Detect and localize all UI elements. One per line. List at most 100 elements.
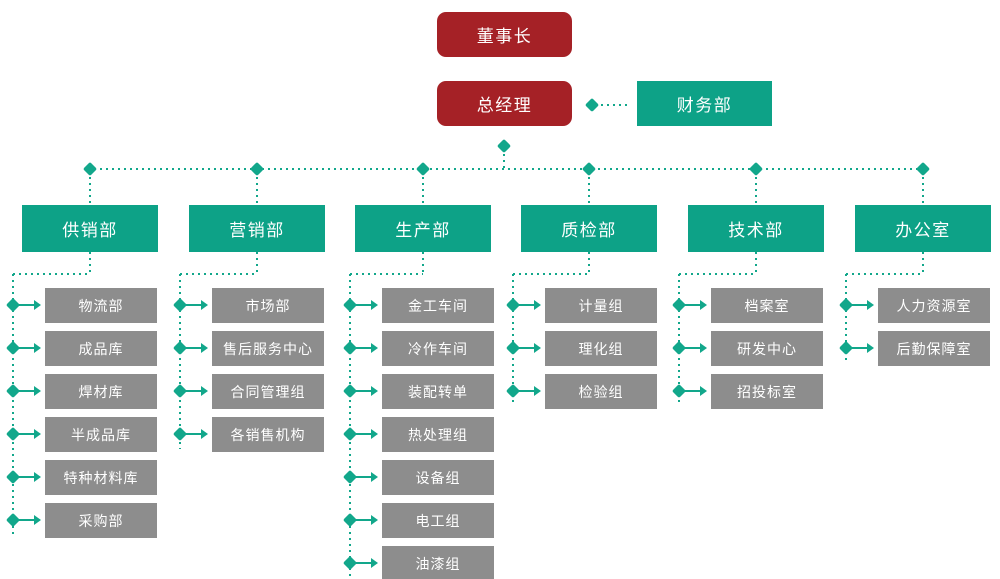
arrow-icon xyxy=(534,343,541,353)
arrow-icon xyxy=(371,429,378,439)
branch-diamond-icon xyxy=(5,383,21,399)
arrow-icon xyxy=(371,515,378,525)
branch-diamond-icon xyxy=(342,340,358,356)
connector-line xyxy=(512,274,514,406)
branch-diamond-icon xyxy=(342,512,358,528)
connector-line xyxy=(256,252,258,274)
branch-diamond-icon xyxy=(671,340,687,356)
arrow-icon xyxy=(685,347,700,349)
sub-dept-node: 金工车间 xyxy=(382,288,494,323)
arrow-icon xyxy=(685,390,700,392)
arrow-icon xyxy=(34,429,41,439)
branch-diamond-icon xyxy=(581,161,597,177)
branch-diamond-icon xyxy=(342,426,358,442)
arrow-icon xyxy=(201,386,208,396)
arrow-icon xyxy=(201,429,208,439)
sub-dept-node: 研发中心 xyxy=(711,331,823,366)
sub-dept-node: 装配转单 xyxy=(382,374,494,409)
connector-line xyxy=(922,252,924,274)
branch-diamond-icon xyxy=(671,297,687,313)
branch-diamond-icon xyxy=(249,161,265,177)
sub-dept-node: 热处理组 xyxy=(382,417,494,452)
connector-line xyxy=(755,252,757,274)
arrow-icon xyxy=(356,562,371,564)
arrow-icon xyxy=(371,343,378,353)
arrow-icon xyxy=(34,300,41,310)
connector-line xyxy=(678,274,680,406)
sub-dept-node: 档案室 xyxy=(711,288,823,323)
arrow-icon xyxy=(356,519,371,521)
arrow-icon xyxy=(534,300,541,310)
branch-diamond-icon xyxy=(342,555,358,571)
branch-diamond-icon xyxy=(172,426,188,442)
branch-diamond-icon xyxy=(5,469,21,485)
arrow-icon xyxy=(19,476,34,478)
branch-diamond-icon xyxy=(505,340,521,356)
arrow-icon xyxy=(356,476,371,478)
arrow-icon xyxy=(519,390,534,392)
connector-line xyxy=(89,252,91,274)
arrow-icon xyxy=(700,386,707,396)
connector-line xyxy=(755,177,757,205)
dept-node: 技术部 xyxy=(688,205,824,252)
branch-diamond-icon xyxy=(172,297,188,313)
arrow-icon xyxy=(34,343,41,353)
branch-diamond-icon xyxy=(496,138,512,154)
sub-dept-node: 物流部 xyxy=(45,288,157,323)
org-node-finance-dept: 财务部 xyxy=(637,81,772,126)
arrow-icon xyxy=(867,343,874,353)
sub-dept-node: 冷作车间 xyxy=(382,331,494,366)
sub-dept-node: 各销售机构 xyxy=(212,417,324,452)
dept-node: 办公室 xyxy=(855,205,991,252)
arrow-icon xyxy=(852,347,867,349)
branch-diamond-icon xyxy=(915,161,931,177)
arrow-icon xyxy=(19,433,34,435)
branch-diamond-icon xyxy=(342,383,358,399)
arrow-icon xyxy=(371,300,378,310)
connector-line xyxy=(350,273,423,275)
sub-dept-node: 售后服务中心 xyxy=(212,331,324,366)
branch-diamond-icon xyxy=(342,297,358,313)
sub-dept-node: 设备组 xyxy=(382,460,494,495)
connector-line xyxy=(845,274,847,363)
connector-line xyxy=(846,273,923,275)
arrow-icon xyxy=(356,304,371,306)
connector-line xyxy=(588,177,590,205)
arrow-icon xyxy=(201,343,208,353)
arrow-icon xyxy=(356,347,371,349)
branch-diamond-icon xyxy=(172,383,188,399)
connector-line xyxy=(503,154,505,169)
branch-diamond-icon xyxy=(172,340,188,356)
arrow-icon xyxy=(19,304,34,306)
connector-line xyxy=(12,274,14,535)
arrow-icon xyxy=(371,472,378,482)
sub-dept-node: 焊材库 xyxy=(45,374,157,409)
dept-node: 供销部 xyxy=(22,205,158,252)
sub-dept-node: 检验组 xyxy=(545,374,657,409)
branch-diamond-icon xyxy=(5,340,21,356)
connector-line xyxy=(422,177,424,205)
arrow-icon xyxy=(34,515,41,525)
arrow-icon xyxy=(685,304,700,306)
arrow-icon xyxy=(19,347,34,349)
sub-dept-node: 市场部 xyxy=(212,288,324,323)
branch-diamond-icon xyxy=(342,469,358,485)
arrow-icon xyxy=(186,347,201,349)
arrow-icon xyxy=(186,433,201,435)
arrow-icon xyxy=(356,390,371,392)
arrow-icon xyxy=(371,386,378,396)
arrow-icon xyxy=(519,347,534,349)
arrow-icon xyxy=(34,386,41,396)
connector-line xyxy=(513,273,589,275)
sub-dept-node: 电工组 xyxy=(382,503,494,538)
arrow-icon xyxy=(34,472,41,482)
connector-line xyxy=(422,252,424,274)
arrow-icon xyxy=(867,300,874,310)
arrow-icon xyxy=(700,343,707,353)
arrow-icon xyxy=(534,386,541,396)
arrow-icon xyxy=(356,433,371,435)
connector-line xyxy=(601,104,631,106)
connector-line xyxy=(588,252,590,274)
sub-dept-node: 成品库 xyxy=(45,331,157,366)
